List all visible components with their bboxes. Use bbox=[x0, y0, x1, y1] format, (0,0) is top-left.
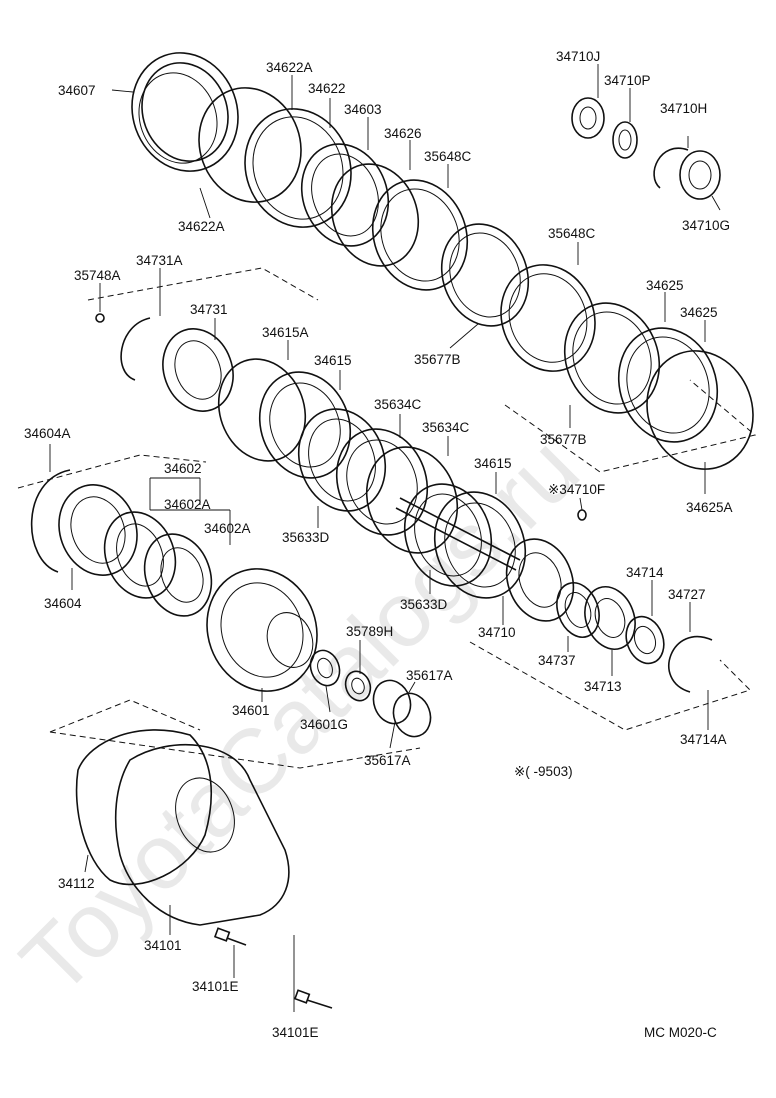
label-34710F: ※34710F bbox=[548, 482, 605, 497]
label-34714A: 34714A bbox=[680, 732, 727, 747]
part-34625-flange[interactable] bbox=[603, 314, 733, 456]
part-34710H-snap-ring[interactable] bbox=[653, 147, 689, 189]
label-34112: 34112 bbox=[58, 876, 95, 891]
label-35633D-2: 35633D bbox=[400, 597, 448, 612]
label-34622A-bottom: 34622A bbox=[178, 219, 225, 234]
part-34710F-pin[interactable] bbox=[577, 509, 587, 521]
label-34731A: 34731A bbox=[136, 253, 183, 268]
applicability-note: ※( -9503) bbox=[514, 764, 573, 779]
part-35677B-disc-2[interactable] bbox=[550, 290, 675, 427]
part-35617A-seal-ring-1[interactable] bbox=[368, 675, 417, 729]
part-34601-drum[interactable] bbox=[190, 553, 334, 706]
label-34101E-2: 34101E bbox=[272, 1025, 319, 1040]
part-34607-drum[interactable] bbox=[116, 38, 255, 186]
label-35634C-1: 35634C bbox=[374, 397, 422, 412]
label-34615A: 34615A bbox=[262, 325, 309, 340]
part-34604A-snap-ring[interactable] bbox=[30, 469, 71, 573]
label-34710P: 34710P bbox=[604, 73, 651, 88]
leader-lines bbox=[49, 64, 721, 1012]
label-34622: 34622 bbox=[308, 81, 346, 96]
label-35648C-2: 35648C bbox=[548, 226, 596, 241]
label-35617A-1: 35617A bbox=[406, 668, 453, 683]
label-34602: 34602 bbox=[164, 461, 202, 476]
part-34714A-snap-ring[interactable] bbox=[668, 635, 713, 693]
part-34625A-snap-ring[interactable] bbox=[631, 336, 770, 484]
part-34731A-snap-ring[interactable] bbox=[120, 317, 151, 381]
label-34615-2: 34615 bbox=[474, 456, 512, 471]
part-34713-gear[interactable] bbox=[577, 580, 644, 657]
label-35634C-2: 35634C bbox=[422, 420, 470, 435]
label-34601G: 34601G bbox=[300, 717, 348, 732]
part-34710-shaft-assembly[interactable] bbox=[395, 497, 584, 630]
part-35633D-disc-1[interactable] bbox=[285, 397, 400, 523]
label-34603: 34603 bbox=[344, 102, 382, 117]
part-34737-bearing[interactable] bbox=[550, 577, 607, 643]
label-35633D-1: 35633D bbox=[282, 530, 330, 545]
part-34710P-washer[interactable] bbox=[612, 121, 638, 159]
label-35648C-1: 35648C bbox=[424, 149, 472, 164]
part-34615A-snap-ring[interactable] bbox=[205, 347, 320, 473]
part-34101-extension-housing[interactable] bbox=[114, 743, 290, 926]
part-34622-piston[interactable] bbox=[229, 94, 368, 242]
part-35789H-washer[interactable] bbox=[342, 668, 375, 704]
part-35634C-plate-1[interactable] bbox=[322, 416, 442, 548]
label-34727: 34727 bbox=[668, 587, 706, 602]
part-34112-gasket[interactable] bbox=[75, 729, 213, 886]
part-34731-one-way-clutch[interactable] bbox=[152, 319, 245, 421]
label-34602A-1: 34602A bbox=[164, 497, 211, 512]
label-34602A-2: 34602A bbox=[204, 521, 251, 536]
label-34710G: 34710G bbox=[682, 218, 730, 233]
group-outlines bbox=[17, 267, 757, 769]
label-34731: 34731 bbox=[190, 302, 228, 317]
label-34714: 34714 bbox=[626, 565, 664, 580]
label-34604: 34604 bbox=[44, 596, 82, 611]
label-34622A-top: 34622A bbox=[266, 60, 313, 75]
label-34604A: 34604A bbox=[24, 426, 71, 441]
part-34602-race[interactable] bbox=[93, 502, 187, 608]
part-34101E-bolt-2[interactable] bbox=[293, 989, 333, 1009]
part-34615-flange-2[interactable] bbox=[420, 479, 540, 611]
label-34625A: 34625A bbox=[686, 500, 733, 515]
label-34737: 34737 bbox=[538, 653, 576, 668]
label-35677B-1: 35677B bbox=[414, 352, 461, 367]
part-34601G-bearing[interactable] bbox=[306, 646, 345, 689]
part-34604-one-way-clutch[interactable] bbox=[47, 474, 150, 586]
part-34622A-snap-ring[interactable] bbox=[183, 73, 317, 216]
label-35748A: 35748A bbox=[74, 268, 121, 283]
label-34101: 34101 bbox=[144, 938, 182, 953]
label-35677B-2: 35677B bbox=[540, 432, 587, 447]
label-35617A-2: 35617A bbox=[364, 753, 411, 768]
label-34710J: 34710J bbox=[556, 49, 600, 64]
part-34602A-snap-ring[interactable] bbox=[134, 525, 223, 626]
part-34710J-nut[interactable] bbox=[571, 97, 605, 139]
part-35633D-disc-2[interactable] bbox=[391, 472, 506, 598]
part-34101E-bolt-1[interactable] bbox=[213, 927, 247, 946]
part-35617A-seal-ring-2[interactable] bbox=[388, 688, 437, 742]
part-34714-bearing[interactable] bbox=[620, 611, 670, 668]
label-34713: 34713 bbox=[584, 679, 622, 694]
part-34710G-bearing[interactable] bbox=[679, 150, 721, 200]
diagram-code: MC M020-C bbox=[644, 1025, 717, 1040]
label-34710: 34710 bbox=[478, 625, 516, 640]
label-34625-2: 34625 bbox=[680, 305, 718, 320]
label-34101E-1: 34101E bbox=[192, 979, 239, 994]
part-35677B-disc-1[interactable] bbox=[428, 212, 543, 338]
part-labels: 34607 34622A 34622 34603 34626 35648C 34… bbox=[24, 49, 733, 1040]
label-34607: 34607 bbox=[58, 83, 96, 98]
part-35648C-plate-2[interactable] bbox=[486, 252, 609, 385]
label-34626: 34626 bbox=[384, 126, 422, 141]
part-34603-spring-retainer[interactable] bbox=[288, 132, 403, 258]
label-34615-1: 34615 bbox=[314, 353, 352, 368]
part-35748A-pin[interactable] bbox=[95, 313, 105, 323]
label-34625-1: 34625 bbox=[646, 278, 684, 293]
part-35648C-plate-1[interactable] bbox=[358, 167, 483, 304]
label-34710H: 34710H bbox=[660, 101, 707, 116]
label-34601: 34601 bbox=[232, 703, 270, 718]
label-35789H: 35789H bbox=[346, 624, 393, 639]
